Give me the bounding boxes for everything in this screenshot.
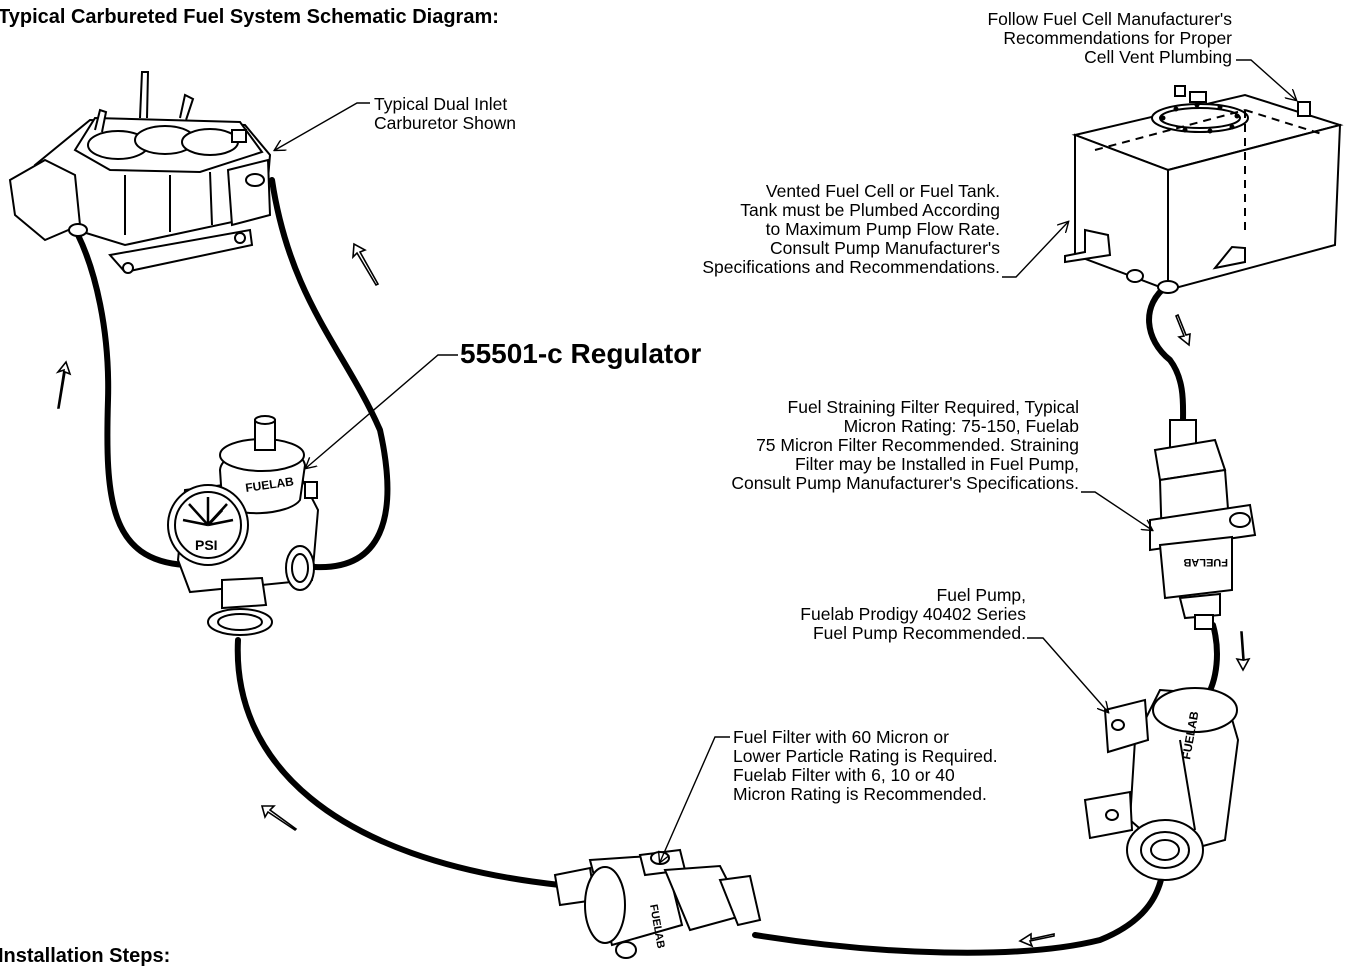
flow-arrow-icon	[1235, 631, 1251, 672]
leader-cell-vent	[1236, 59, 1296, 100]
leader-carburetor	[275, 102, 370, 150]
fuel-pump: FUELAB	[1083, 687, 1240, 881]
callout-fuel-cell: Vented Fuel Cell or Fuel Tank. Tank must…	[702, 181, 1000, 277]
fuel-lines	[75, 177, 1220, 956]
flow-arrow-icon	[260, 805, 298, 832]
flow-arrow-icon	[352, 242, 380, 287]
fuel-line-regulator-to-filter	[234, 637, 563, 888]
regulator-brand: FUELAB	[244, 474, 294, 495]
page-title: Typical Carbureted Fuel System Schematic…	[0, 6, 499, 28]
leader-regulator	[306, 354, 458, 468]
flow-arrow-icon	[55, 360, 72, 409]
regulator: PSI FUELAB	[167, 415, 320, 636]
leader-fuel-cell	[1002, 222, 1068, 278]
leader-filter	[660, 736, 730, 862]
fuel-line-filter-to-pump	[752, 867, 1166, 956]
fuel-line-regulator-to-carb-right	[269, 177, 391, 571]
fuel-line-regulator-to-carb-left	[75, 232, 188, 568]
flow-arrows	[55, 242, 1251, 948]
leader-pump	[1027, 637, 1108, 712]
straining-filter: FUELAB	[1149, 419, 1257, 630]
gauge-label: PSI	[195, 537, 218, 553]
callout-cell-vent: Follow Fuel Cell Manufacturer's Recommen…	[987, 9, 1232, 67]
callout-fuel-pump: Fuel Pump, Fuelab Prodigy 40402 Series F…	[800, 585, 1026, 643]
fuel-cell	[1064, 85, 1344, 294]
installation-steps-heading: Installation Steps:	[0, 945, 171, 967]
regulator-label: 55501-c Regulator	[460, 338, 702, 369]
callout-fuel-filter: Fuel Filter with 60 Micron or Lower Part…	[733, 727, 998, 804]
carburetor	[8, 71, 272, 274]
leader-strainer	[1081, 491, 1152, 530]
fuel-line-tank-to-strainer	[1146, 282, 1187, 425]
callout-straining-filter: Fuel Straining Filter Required, Typical …	[731, 397, 1079, 493]
flow-arrow-icon	[1174, 313, 1191, 347]
leader-lines	[275, 59, 1296, 862]
callout-carburetor: Typical Dual Inlet Carburetor Shown	[374, 94, 517, 133]
fuel-filter: FUELAB	[553, 848, 762, 959]
strainer-brand: FUELAB	[1183, 556, 1228, 568]
flow-arrow-icon	[1018, 932, 1055, 948]
